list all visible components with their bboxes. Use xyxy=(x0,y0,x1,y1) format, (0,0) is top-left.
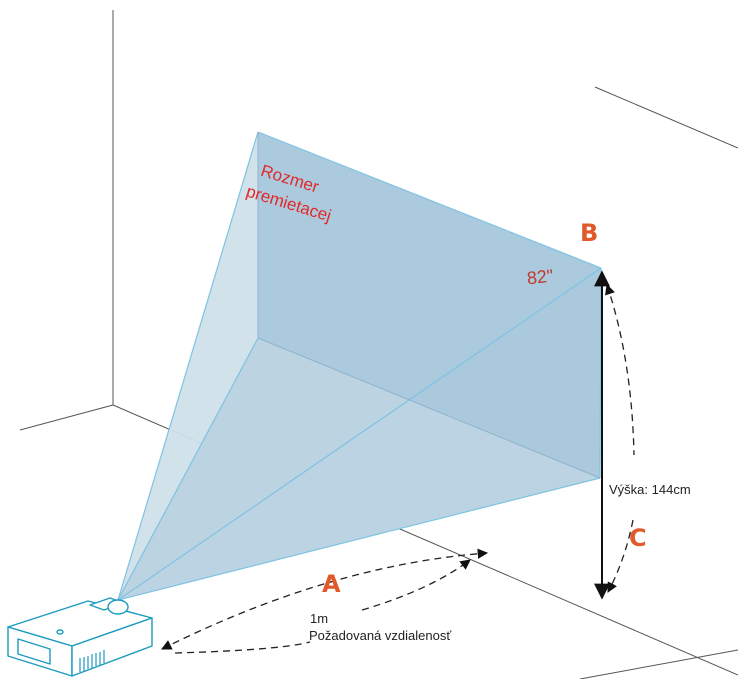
marker-a: A xyxy=(322,570,341,598)
screen-bottom-edge xyxy=(257,337,601,479)
distance-label: Požadovaná vzdialenosť xyxy=(309,628,451,643)
beam-edge-diagonal xyxy=(117,267,602,601)
floor-left-line xyxy=(19,404,114,431)
height-label: Výška: 144cm xyxy=(609,482,691,497)
beam-edge-top xyxy=(117,131,259,601)
marker-c: C xyxy=(629,524,647,552)
screen-top-edge xyxy=(257,131,602,269)
height-arc-upper xyxy=(605,284,635,456)
distance-arrow-lower-right xyxy=(361,559,471,611)
distance-arrow-lower xyxy=(174,641,311,654)
projector-icon xyxy=(7,597,153,677)
ceiling-right-line xyxy=(594,86,738,149)
floor-right-line xyxy=(579,649,738,679)
beam-edge-inner xyxy=(117,337,259,601)
marker-b: B xyxy=(580,219,598,247)
diagonal-size-label: 82" xyxy=(526,266,554,289)
distance-value: 1m xyxy=(310,611,328,626)
projection-beam xyxy=(117,131,602,601)
distance-arrow-upper xyxy=(161,548,489,650)
height-arc-lower xyxy=(607,519,634,593)
screen-area xyxy=(258,132,601,478)
beam-lower-wedge xyxy=(118,338,600,600)
